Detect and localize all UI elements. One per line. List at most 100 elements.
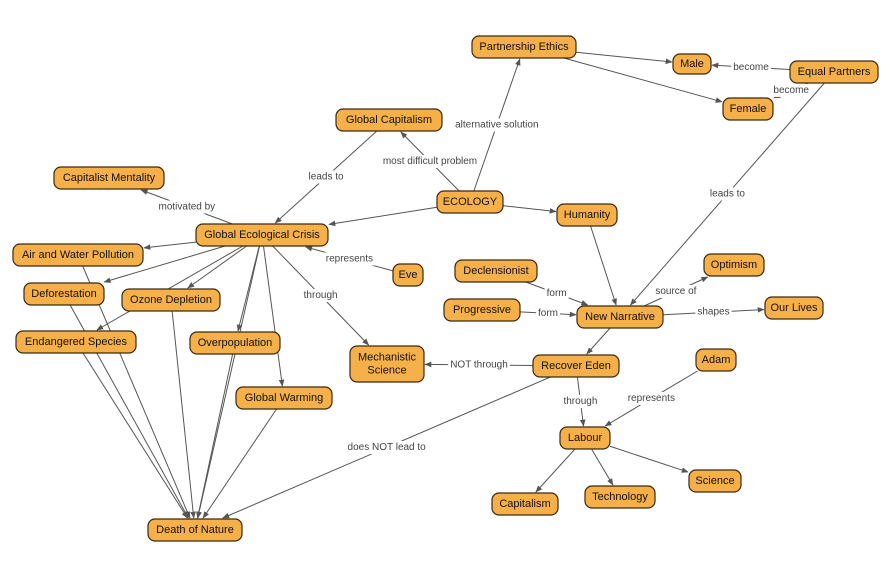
edge-label-text: form [547,288,567,299]
concept-warming[interactable]: Global Warming [235,386,333,410]
concept-label: New Narrative [585,311,655,323]
concept-label: Capitalist Mentality [63,172,156,184]
edge-crisis-to-warming [262,245,285,387]
edge-label-eden-to-labour: through [561,395,600,408]
concept-label: Global Ecological Crisis [204,229,320,241]
concept-box [559,426,611,450]
edge-label-eve-to-crisis: represents [323,252,376,266]
concept-label: Labour [568,432,603,444]
edge-label-text: leads to [710,189,745,200]
concept-box [576,305,664,329]
concept-label: Technology [592,491,648,503]
concept-label: Overpopulation [198,337,273,349]
concept-label: Deforestation [31,288,96,300]
edge-crisis-to-endangered [96,245,244,331]
concept-humanity[interactable]: Humanity [556,203,618,227]
concept-ecology[interactable]: ECOLOGY [436,190,504,214]
concept-deforest[interactable]: Deforestation [23,282,105,306]
edge-ecology-to-crisis [328,206,438,227]
concept-box [695,348,737,372]
edge-line [590,225,617,306]
edge-line [609,445,689,473]
concept-eden[interactable]: Recover Eden [532,354,620,378]
concept-declension[interactable]: Declensionist [454,259,538,283]
edge-label-text: through [563,396,597,407]
edge-label-text: most difficult problem [383,156,477,167]
concept-technology[interactable]: Technology [584,485,656,509]
concept-label: Global Warming [245,392,323,404]
edge-line [236,245,260,332]
concept-box [349,345,425,383]
concept-label: Declensionist [463,265,528,277]
edge-line [262,245,285,387]
concept-label: Air and Water Pollution [22,249,134,261]
concept-capitalism[interactable]: Capitalism [491,492,559,516]
edge-line [82,352,188,519]
concept-box [189,331,281,355]
concept-box [722,97,774,121]
concept-crisis[interactable]: Global Ecological Crisis [195,223,329,247]
edge-label-text: represents [326,253,373,264]
concept-partnership[interactable]: Partnership Ethics [471,35,577,59]
edge-label-text: become [733,62,769,73]
concept-box [15,330,137,354]
concept-adam[interactable]: Adam [695,348,737,372]
edge-narrative-to-eden [586,327,611,355]
concept-death[interactable]: Death of Nature [147,518,243,542]
edge-line [535,448,576,493]
concept-label: Death of Nature [156,524,234,536]
concept-ozone[interactable]: Ozone Depletion [121,288,221,312]
concept-label: Science [367,365,406,377]
concept-box [147,518,243,542]
concept-label: Optimism [711,259,757,271]
concept-label: Recover Eden [541,360,611,372]
edge-crisis-to-ozone [187,245,247,289]
concept-narrative[interactable]: New Narrative [576,305,664,329]
concept-label: Ozone Depletion [130,294,212,306]
concept-male[interactable]: Male [672,53,712,75]
concept-box [12,243,144,267]
edge-label-narrative-to-optimism: source of [653,285,699,298]
concept-labour[interactable]: Labour [559,426,611,450]
concept-box [335,108,443,132]
concept-female[interactable]: Female [722,97,774,121]
concept-equal[interactable]: Equal Partners [789,60,879,84]
edge-line [196,245,260,519]
concept-eve[interactable]: Eve [392,263,424,287]
concept-label: Science [695,475,734,487]
edge-label-globalcap-to-crisis: leads to [306,170,346,184]
concept-label: Capitalism [499,498,550,510]
edge-label-declension-to-narrative: form [544,287,569,300]
edge-labour-to-capitalism [535,448,576,493]
edge-label-narrative-to-lives: shapes [695,305,732,319]
concept-progressive[interactable]: Progressive [443,298,521,322]
edge-line [586,327,611,355]
edge-crisis-to-airwater [143,241,197,250]
concept-label: Mechanistic [358,352,417,364]
concept-overpop[interactable]: Overpopulation [189,331,281,355]
edge-label-text: motivated by [158,202,215,213]
edge-airwater-to-death [82,265,191,519]
concept-label: Eve [399,269,418,281]
concept-endangered[interactable]: Endangered Species [15,330,137,354]
edge-overpop-to-death [196,353,234,519]
concept-lives[interactable]: Our Lives [764,296,824,320]
concept-label: Partnership Ethics [479,41,569,53]
edge-line [103,245,226,283]
concept-box [53,166,165,190]
edge-label-crisis-to-capmentality: motivated by [156,200,218,214]
concept-box [764,296,824,320]
concept-box [443,298,521,322]
concept-capmentality[interactable]: Capitalist Mentality [53,166,165,190]
concept-airwater[interactable]: Air and Water Pollution [12,243,144,267]
concept-box [672,53,712,75]
edge-partnership-to-female [563,57,723,103]
concept-globalcap[interactable]: Global Capitalism [335,108,443,132]
concept-science[interactable]: Science [688,469,742,493]
edge-label-crisis-to-mech: through [301,289,340,302]
edge-label-equal-to-narrative: leads to [707,187,748,201]
concept-optimism[interactable]: Optimism [703,253,765,277]
edge-label-progressive-to-narrative: form [536,306,560,320]
